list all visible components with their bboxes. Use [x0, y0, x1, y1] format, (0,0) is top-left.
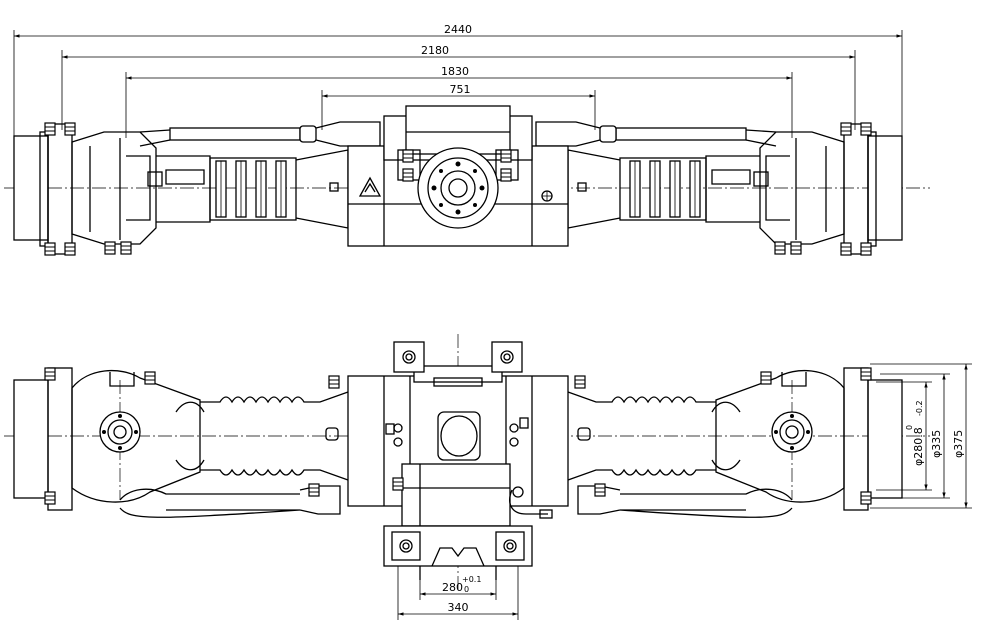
dim-label-1830: 1830: [441, 65, 469, 78]
dim-label-2440: 2440: [444, 23, 472, 36]
dim-label-2180: 2180: [421, 44, 449, 57]
dimension-housing-width: 751: [321, 83, 596, 130]
dimension-flange-span: 2180: [61, 44, 856, 130]
right-brake-drum-plan: [867, 379, 903, 499]
axle-front-view: [4, 105, 930, 256]
dimension-spring-seat-span: 1830: [125, 65, 793, 138]
left-kingpin-flange: [99, 411, 141, 453]
dim-tol-lower-diameter-280: -0.2: [915, 400, 924, 416]
input-flange: [417, 147, 499, 229]
dimension-overall-length: 2440: [13, 23, 903, 140]
left-brake-drum-plan: [13, 379, 49, 499]
dim-tol-upper-diameter-280: 0: [905, 425, 914, 430]
right-tie-rod: [615, 127, 747, 141]
warning-triangle-icon: [358, 176, 382, 197]
top-right-mount-pad: [491, 341, 523, 373]
dim-label-340: 340: [448, 601, 469, 614]
differential-carrier: [401, 463, 511, 527]
left-tie-rod: [169, 127, 301, 141]
dim-label-751: 751: [450, 83, 471, 96]
dim-tol-lower-280: 0: [464, 585, 469, 594]
top-left-mount-pad: [393, 341, 425, 373]
dimension-diameter-335: φ335: [880, 373, 950, 499]
left-brake-drum: [13, 135, 49, 241]
right-brake-drum: [867, 135, 903, 241]
dim-label-diameter-335: φ335: [930, 430, 943, 458]
dim-label-280: 280: [442, 581, 463, 594]
dimension-mount-340: 340: [397, 566, 519, 620]
right-kingpin-flange: [771, 411, 813, 453]
dim-label-diameter-375: φ375: [952, 430, 965, 458]
dimension-diameter-375: φ375: [870, 363, 972, 509]
axle-plan-view: [4, 334, 930, 590]
dim-tol-upper-280: +0.1: [462, 575, 481, 584]
dimension-diameter-280: φ280.8 0 -0.2: [876, 381, 932, 491]
dimension-mount-280: 280 +0.1 0: [419, 575, 497, 600]
dim-label-diameter-280: φ280.8: [912, 427, 925, 466]
